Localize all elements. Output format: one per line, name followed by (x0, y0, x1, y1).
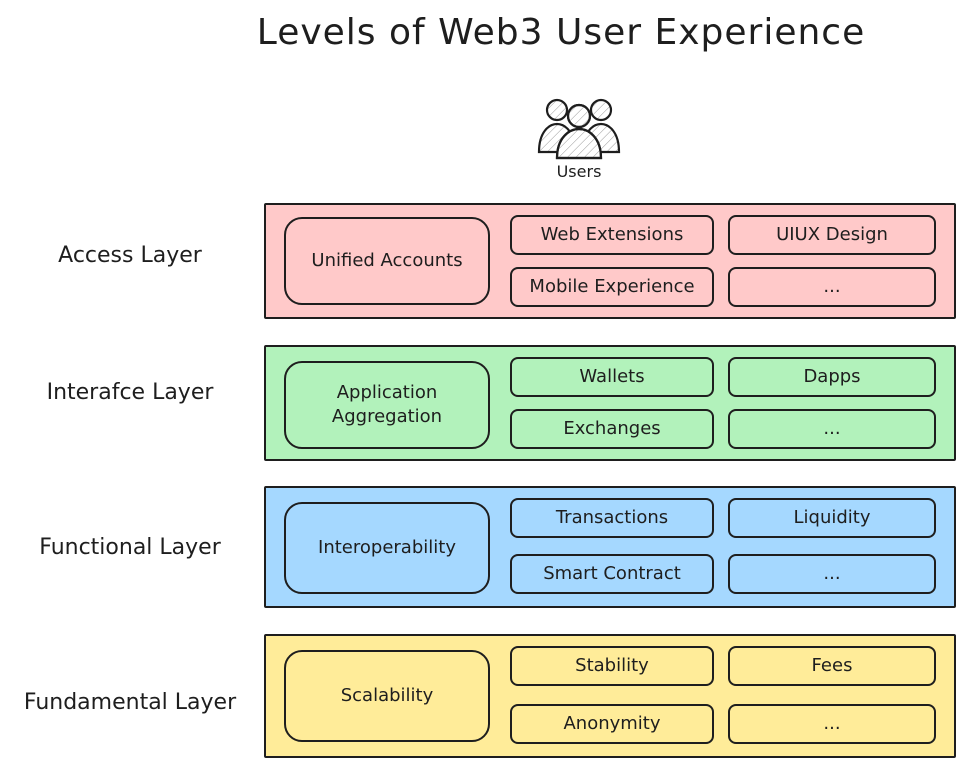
box-fees: Fees (728, 646, 936, 686)
diagram-title: Levels of Web3 User Experience (256, 12, 866, 53)
box-unified-accounts: Unified Accounts (284, 217, 490, 305)
users-label: Users (556, 162, 602, 181)
box-smart-contract: Smart Contract (510, 554, 714, 594)
layer-label-access: Access Layer (58, 243, 202, 268)
box-transactions: Transactions (510, 498, 714, 538)
box-interface-more: ... (728, 409, 936, 449)
box-wallets: Wallets (510, 357, 714, 397)
box-liquidity: Liquidity (728, 498, 936, 538)
users-node: Users (534, 96, 624, 181)
users-group-icon (537, 98, 621, 160)
box-web-extensions: Web Extensions (510, 215, 714, 255)
band-interface-layer: Application Aggregation Wallets Dapps Ex… (264, 345, 956, 461)
box-functional-more: ... (728, 554, 936, 594)
box-application-aggregation: Application Aggregation (284, 361, 490, 449)
layer-label-fundamental: Fundamental Layer (23, 690, 237, 715)
box-dapps: Dapps (728, 357, 936, 397)
box-anonymity: Anonymity (510, 704, 714, 744)
box-stability: Stability (510, 646, 714, 686)
box-mobile-experience: Mobile Experience (510, 267, 714, 307)
box-interoperability: Interoperability (284, 502, 490, 594)
box-exchanges: Exchanges (510, 409, 714, 449)
box-access-more: ... (728, 267, 936, 307)
band-access-layer: Unified Accounts Web Extensions UIUX Des… (264, 203, 956, 319)
layer-label-functional: Functional Layer (39, 535, 221, 560)
band-fundamental-layer: Scalability Stability Fees Anonymity ... (264, 634, 956, 758)
layer-label-interface: Interafce Layer (46, 380, 214, 405)
band-functional-layer: Interoperability Transactions Liquidity … (264, 486, 956, 608)
box-fundamental-more: ... (728, 704, 936, 744)
box-scalability: Scalability (284, 650, 490, 742)
box-uiux-design: UIUX Design (728, 215, 936, 255)
